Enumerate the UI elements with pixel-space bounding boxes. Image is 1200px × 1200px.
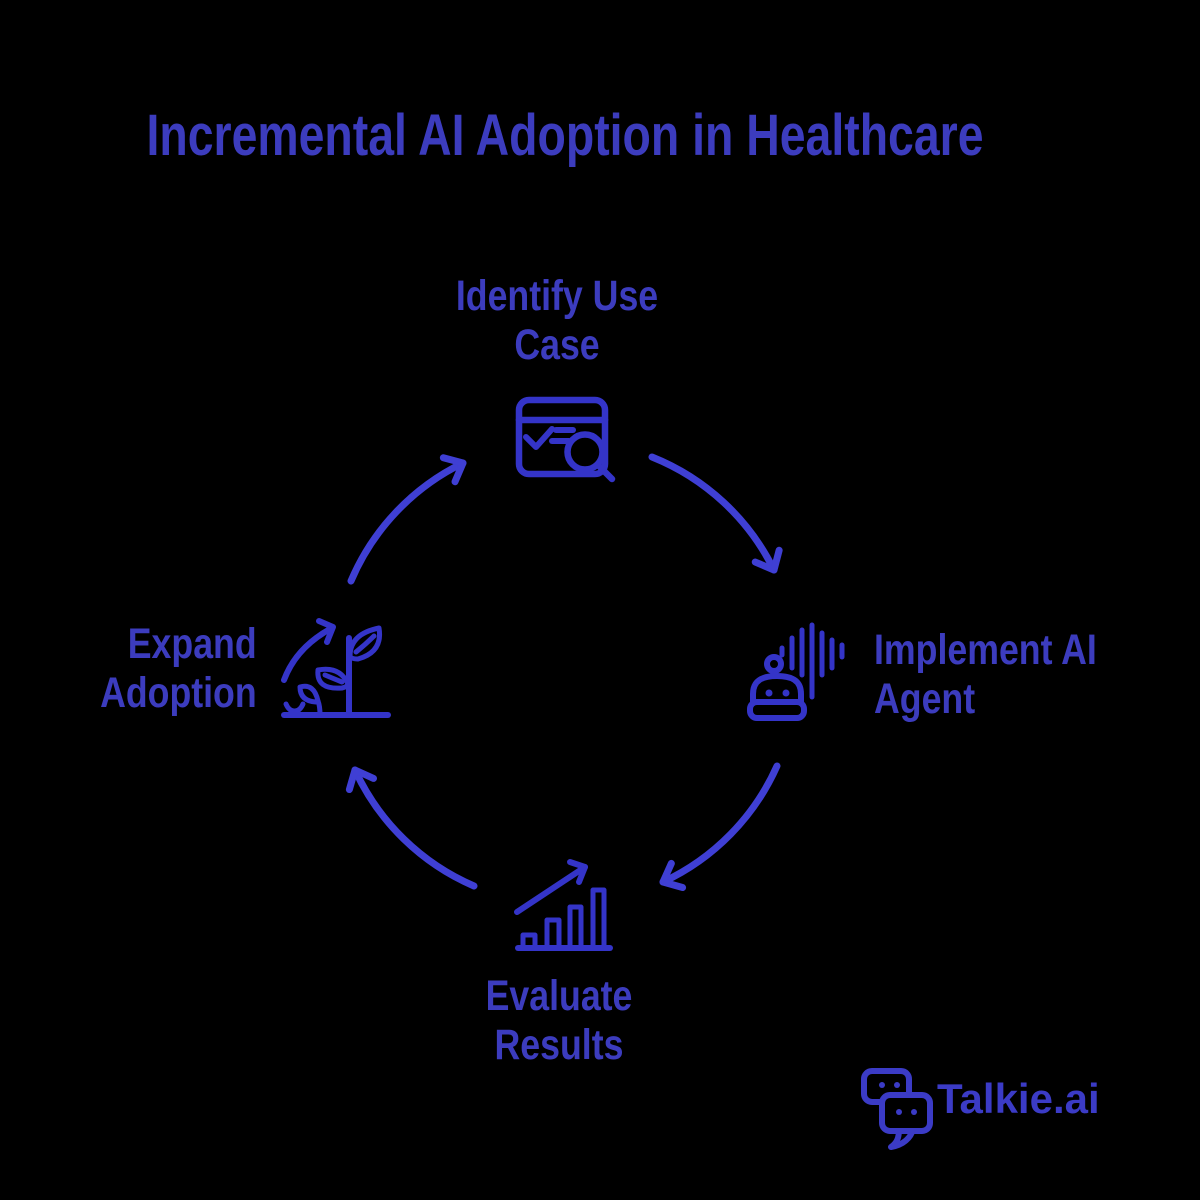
- arrow-expand-to-identify-icon: [347, 454, 467, 585]
- brand-wordmark: Talkie.ai: [937, 1075, 1100, 1122]
- voice-robot-icon: [747, 622, 845, 721]
- page-title: Incremental AI Adoption in Healthcare: [146, 102, 984, 168]
- arrow-identify-to-implement-icon: [648, 453, 783, 574]
- rising-bar-chart-icon: [514, 859, 613, 951]
- step-label-line: Adoption: [100, 669, 257, 717]
- step-label-implement-ai-agent: Implement AI Agent: [874, 626, 1097, 724]
- arrow-implement-to-evaluate-icon: [659, 762, 781, 892]
- step-label-evaluate-results: Evaluate Results: [486, 972, 633, 1070]
- step-label-line: Agent: [874, 675, 976, 723]
- step-label-line: Implement AI: [874, 626, 1097, 674]
- chat-bubbles-icon: [861, 1068, 933, 1150]
- browser-search-check-icon: [515, 396, 616, 483]
- step-label-line: Results: [494, 1021, 624, 1069]
- step-label-expand-adoption: Expand Adoption: [100, 620, 257, 718]
- step-label-identify-use-case: Identify Use Case: [456, 272, 658, 370]
- arrow-evaluate-to-expand-icon: [345, 766, 478, 890]
- step-label-line: Expand: [128, 620, 257, 668]
- step-label-line: Case: [514, 321, 600, 369]
- step-label-line: Identify Use: [455, 272, 659, 320]
- step-label-line: Evaluate: [485, 972, 633, 1020]
- growing-plant-icon: [281, 618, 391, 718]
